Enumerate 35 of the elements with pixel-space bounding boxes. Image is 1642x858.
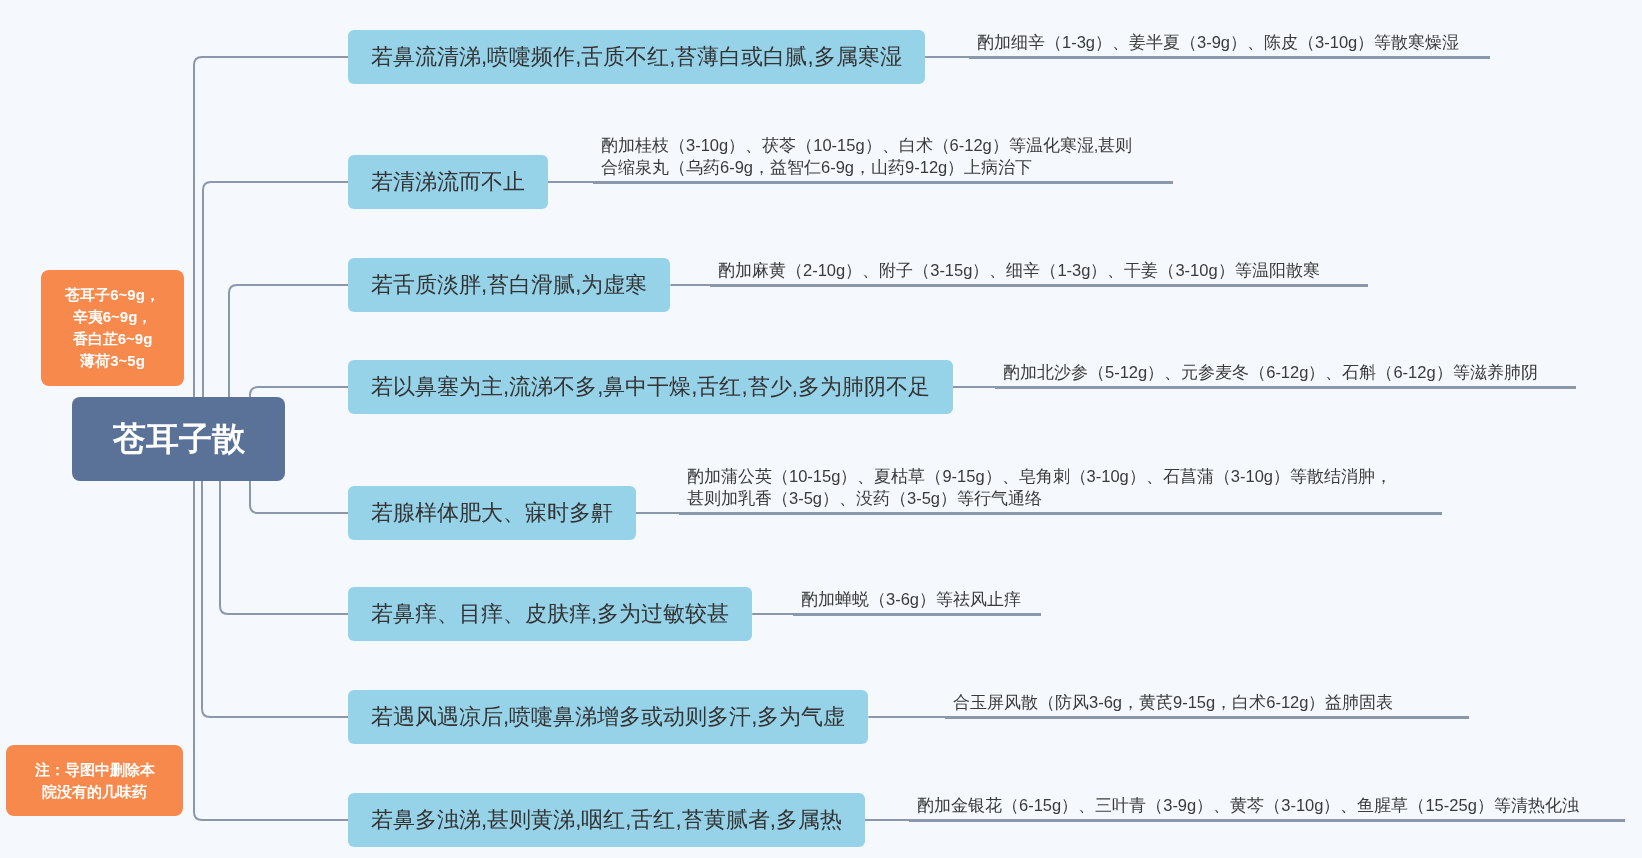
- underlined-detail: 酌加金银花（6-15g）、三叶青（3-9g）、黄芩（3-10g）、鱼腥草（15-25g）等清热化浊: [909, 793, 1625, 822]
- branch-topic: 若鼻痒、目痒、皮肤痒,多为过敏较甚: [348, 587, 753, 641]
- connector-line: [228, 284, 349, 398]
- underlined-detail: 酌加蝉蜕（3-6g）等祛风止痒: [793, 587, 1041, 616]
- connector-line: [751, 613, 794, 615]
- connector-line: [951, 386, 996, 388]
- underlined-detail: 合玉屏风散（防风3-6g，黄芪9-15g，白术6-12g）益肺固表: [945, 690, 1469, 719]
- connector-line: [249, 480, 349, 514]
- branch-topic: 若鼻多浊涕,甚则黄涕,咽红,舌红,苔黄腻者,多属热: [348, 793, 865, 847]
- branch-topic: 若遇风遇凉后,喷嚏鼻涕增多或动则多汗,多为气虚: [348, 690, 869, 744]
- central-topic: 苍耳子散: [72, 397, 285, 481]
- underlined-detail: 酌加蒲公英（10-15g）、夏枯草（9-15g）、皂角刺（3-10g）、石菖蒲（3-10g）等散结消肿，甚则加乳香（3-5g）、没药（3-5g）等行气通络: [679, 464, 1442, 515]
- connector-line: [193, 480, 349, 821]
- connector-line: [863, 819, 910, 821]
- connector-line: [635, 512, 680, 514]
- branch-topic: 若鼻流清涕,喷嚏频作,舌质不红,苔薄白或白腻,多属寒湿: [348, 30, 925, 84]
- connector-line: [669, 284, 711, 286]
- branch-topic: 若清涕流而不止: [348, 155, 548, 209]
- connector-line: [923, 56, 970, 58]
- connector-line: [201, 480, 349, 718]
- ingredient-note: 苍耳子6~9g，辛夷6~9g，香白芷6~9g薄荷3~5g: [41, 270, 184, 386]
- underlined-detail: 酌加北沙参（5-12g）、元参麦冬（6-12g）、石斛（6-12g）等滋养肺阴: [995, 360, 1576, 389]
- connector-line: [249, 386, 349, 398]
- connector-line: [867, 716, 946, 718]
- underlined-detail: 酌加细辛（1-3g）、姜半夏（3-9g）、陈皮（3-10g）等散寒燥湿: [969, 30, 1490, 59]
- connector-line: [219, 480, 349, 615]
- connector-line: [547, 181, 594, 183]
- connector-line: [202, 181, 349, 398]
- connector-line: [193, 56, 349, 398]
- branch-topic: 若腺样体肥大、寐时多鼾: [348, 486, 636, 540]
- branch-topic: 若以鼻塞为主,流涕不多,鼻中干燥,舌红,苔少,多为肺阴不足: [348, 360, 953, 414]
- underlined-detail: 酌加桂枝（3-10g）、茯苓（10-15g）、白术（6-12g）等温化寒湿,甚则合缩泉丸（乌药6-9g，益智仁6-9g，山药9-12g）上病治下: [593, 133, 1173, 184]
- branch-topic: 若舌质淡胖,苔白滑腻,为虚寒: [348, 258, 671, 312]
- underlined-detail: 酌加麻黄（2-10g）、附子（3-15g）、细辛（1-3g）、干姜（3-10g）等温阳散寒: [710, 258, 1368, 287]
- note-card: 注：导图中删除本院没有的几味药: [6, 745, 183, 816]
